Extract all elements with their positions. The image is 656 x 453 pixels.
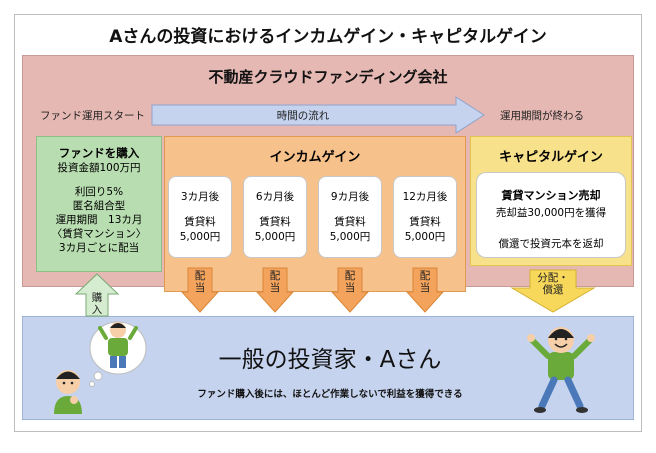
capital-card-title: 賃貸マンション売却 (501, 189, 601, 202)
investor-subtitle: ファンド購入後には、ほとんど作業しないで利益を獲得できる (197, 389, 463, 400)
diagram-title: Aさんの投資におけるインカムゲイン・キャピタルゲイン (109, 27, 547, 47)
dividend-arrow-9m (330, 267, 370, 313)
income-card-6m: 6カ月後 賃貸料 5,000円 (243, 176, 307, 258)
dividend-label: 配当 (344, 270, 356, 294)
thinking-person-illustration (54, 321, 147, 414)
distribution-arrow (510, 269, 596, 313)
capital-card-line2: 償還で投資元本を返却 (498, 238, 604, 250)
distribution-label: 分配・償還 (537, 272, 569, 296)
capital-card-line1: 売却益30,000円を獲得 (495, 207, 607, 219)
income-gain-title: インカムゲイン (269, 150, 361, 165)
investor-title: 一般の投資家・Aさん (218, 347, 442, 373)
fund-detail-line: 投資金額100万円 (57, 162, 141, 174)
fund-detail-line: 〈賃貸マンション〉 (51, 228, 147, 240)
card-amount: 5,000円 (404, 231, 446, 243)
card-label: 賃貸料 (184, 216, 216, 228)
time-flow-arrow (151, 96, 485, 134)
card-amount: 5,000円 (254, 231, 296, 243)
dividend-label: 配当 (194, 270, 206, 294)
flow-end-label: 運用期間が終わる (500, 110, 584, 122)
card-label: 賃貸料 (259, 216, 291, 228)
fund-purchase-box: ファンドを購入 投資金額100万円 利回り5% 匿名組合型 運用期間 13カ月 … (36, 136, 162, 272)
income-card-12m: 12カ月後 賃貸料 5,000円 (393, 176, 457, 258)
card-period: 6カ月後 (255, 191, 295, 203)
purchase-label: 購入 (91, 292, 103, 316)
capital-gain-title: キャピタルゲイン (499, 150, 603, 165)
dividend-arrow-3m (180, 267, 220, 313)
card-amount: 5,000円 (179, 231, 221, 243)
fund-detail-line: 匿名組合型 (72, 200, 126, 212)
card-label: 賃貸料 (409, 216, 441, 228)
jumping-person-illustration (527, 327, 595, 413)
income-card-9m: 9カ月後 賃貸料 5,000円 (318, 176, 382, 258)
fund-detail-line: 3カ月ごとに配当 (58, 242, 140, 254)
fund-detail-line: 運用期間 13カ月 (55, 214, 143, 226)
dividend-arrow-12m (405, 267, 445, 313)
dividend-arrow-6m (255, 267, 295, 313)
card-period: 3カ月後 (180, 191, 220, 203)
dividend-label: 配当 (269, 270, 281, 294)
fund-detail-line (37, 175, 161, 185)
card-period: 9カ月後 (330, 191, 370, 203)
flow-label: 時間の流れ (276, 110, 330, 122)
card-label: 賃貸料 (334, 216, 366, 228)
flow-start-label: ファンド運用スタート (40, 110, 145, 122)
card-amount: 5,000円 (329, 231, 371, 243)
company-title: 不動産クラウドファンディング会社 (208, 68, 448, 86)
fund-purchase-title: ファンドを購入 (58, 146, 140, 160)
fund-detail-line: 利回り5% (74, 186, 124, 198)
purchase-arrow (74, 273, 120, 317)
card-period: 12カ月後 (402, 191, 448, 203)
income-card-3m: 3カ月後 賃貸料 5,000円 (168, 176, 232, 258)
dividend-label: 配当 (419, 270, 431, 294)
capital-gain-card: 賃貸マンション売却 売却益30,000円を獲得 償還で投資元本を返却 (476, 172, 626, 258)
